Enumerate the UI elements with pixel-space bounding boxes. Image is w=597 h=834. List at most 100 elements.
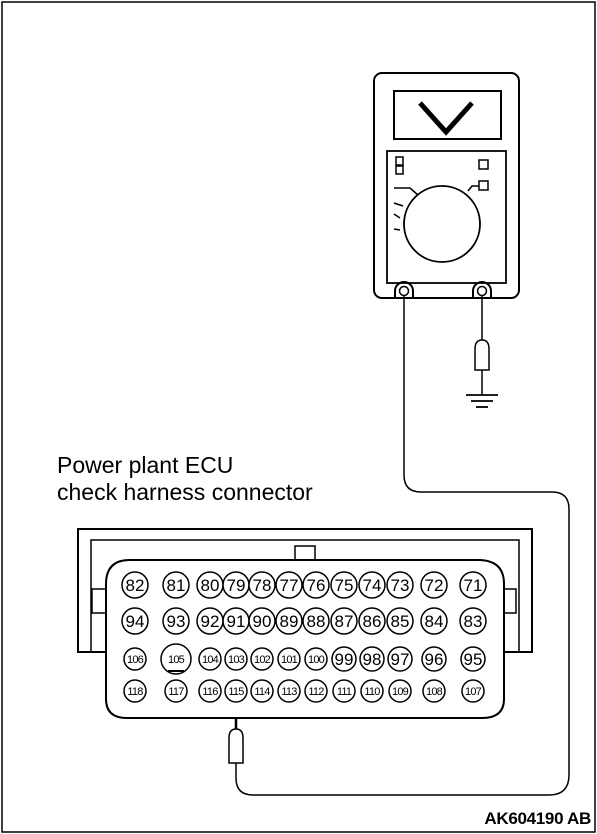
connector-pin-113: 113 <box>277 679 301 703</box>
connector-pin-114: 114 <box>250 679 274 703</box>
connector-pin-label: 107 <box>465 686 482 698</box>
connector-pin-118: 118 <box>123 679 147 703</box>
connector-pin-label: 110 <box>364 686 380 698</box>
connector-pin-88: 88 <box>302 607 330 635</box>
connector-pin-89: 89 <box>275 607 303 635</box>
test-probe-icon <box>228 728 244 764</box>
connector-pin-77: 77 <box>275 571 303 599</box>
connector-pin-label: 113 <box>281 686 297 698</box>
connector-pin-label: 94 <box>126 612 145 631</box>
connector-pin-101: 101 <box>277 647 301 671</box>
connector-pin-104: 104 <box>198 647 222 671</box>
connector-pin-label: 99 <box>335 650 354 669</box>
connector-pin-label: 84 <box>425 612 444 631</box>
connector-pin-label: 72 <box>425 576 444 595</box>
connector-pin-92: 92 <box>196 607 224 635</box>
connector-pin-94: 94 <box>121 607 149 635</box>
connector-pin-label: 81 <box>167 576 186 595</box>
connector-pin-105: 105 <box>160 643 192 675</box>
connector-pin-91: 91 <box>222 607 250 635</box>
connector-pin-75: 75 <box>330 571 358 599</box>
connector-pin-110: 110 <box>360 679 384 703</box>
connector-pin-label: 105 <box>168 654 185 666</box>
connector-pin-label: 109 <box>392 686 409 698</box>
connector-pin-96: 96 <box>421 646 447 672</box>
connector-pin-95: 95 <box>460 646 486 672</box>
diagram-code: AK604190 AB <box>484 809 591 828</box>
connector-pin-label: 106 <box>127 654 144 666</box>
connector-pin-label: 97 <box>391 650 410 669</box>
connector-pin-label: 90 <box>253 612 272 631</box>
connector-pin-label: 118 <box>127 686 143 698</box>
connector-pin-102: 102 <box>250 647 274 671</box>
connector-pin-80: 80 <box>196 571 224 599</box>
connector-pin-label: 88 <box>307 612 326 631</box>
connector-pin-84: 84 <box>420 607 448 635</box>
connector-pin-label: 95 <box>464 650 483 669</box>
connector-pin-116: 116 <box>198 679 222 703</box>
connector-pin-label: 104 <box>202 654 219 666</box>
connector-pin-71: 71 <box>459 571 487 599</box>
connector-pin-109: 109 <box>388 679 412 703</box>
connector-pin-label: 103 <box>228 654 245 666</box>
connector-pin-label: 102 <box>254 654 271 666</box>
connector-pin-label: 93 <box>167 612 186 631</box>
connector-pin-90: 90 <box>248 607 276 635</box>
connector-pin-72: 72 <box>420 571 448 599</box>
test-probe-icon <box>474 339 490 371</box>
connector-pin-111: 111 <box>332 679 356 703</box>
connector-pin-label: 114 <box>254 686 270 698</box>
connector-pin-label: 76 <box>307 576 326 595</box>
connector-pin-label: 83 <box>464 612 483 631</box>
connector-pin-73: 73 <box>386 571 414 599</box>
connector-pin-label: 82 <box>126 576 145 595</box>
connector-pin-label: 86 <box>363 612 382 631</box>
connector-pin-label: 100 <box>308 654 325 666</box>
connector-pin-78: 78 <box>248 571 276 599</box>
connector-pin-label: 96 <box>425 650 444 669</box>
connector-pin-97: 97 <box>387 646 413 672</box>
ground-lead <box>466 296 498 408</box>
connector-pin-label: 71 <box>464 576 483 595</box>
voltmeter-icon <box>373 72 520 299</box>
connector-pin-label: 78 <box>253 576 272 595</box>
connector-pin-79: 79 <box>222 571 250 599</box>
connector-pin-label: 116 <box>202 686 218 698</box>
connector-pin-label: 115 <box>228 686 244 698</box>
connector-pin-86: 86 <box>358 607 386 635</box>
connector-pin-label: 117 <box>168 686 184 698</box>
connector-pin-100: 100 <box>304 647 328 671</box>
connector-pin-107: 107 <box>461 679 485 703</box>
connector-pin-label: 79 <box>227 576 246 595</box>
connector-pin-108: 108 <box>422 679 446 703</box>
connector-pin-label: 74 <box>363 576 382 595</box>
connector-pin-label: 87 <box>335 612 354 631</box>
connector-pin-label: 112 <box>308 686 324 698</box>
connector-pin-label: 73 <box>391 576 410 595</box>
connector-pin-label: 98 <box>363 650 382 669</box>
connector-pin-label: 92 <box>201 612 220 631</box>
connector-pin-115: 115 <box>224 679 248 703</box>
connector-pin-117: 117 <box>164 679 188 703</box>
connector-pin-85: 85 <box>386 607 414 635</box>
connector-pin-82: 82 <box>121 571 149 599</box>
connector-pin-label: 101 <box>281 654 298 666</box>
connector-pin-93: 93 <box>162 607 190 635</box>
connector-pin-label: 85 <box>391 612 410 631</box>
connector-pin-87: 87 <box>330 607 358 635</box>
connector-pin-76: 76 <box>302 571 330 599</box>
ground-symbol-icon <box>466 394 498 408</box>
connector-pin-label: 75 <box>335 576 354 595</box>
connector-pin-label: 89 <box>280 612 299 631</box>
connector-pin-81: 81 <box>162 571 190 599</box>
connector-caption-line-1: Power plant ECU <box>57 452 234 478</box>
connector-caption-line-2: check harness connector <box>57 479 313 505</box>
connector-pin-label: 80 <box>201 576 220 595</box>
connector-pin-112: 112 <box>304 679 328 703</box>
connector-pin-103: 103 <box>224 647 248 671</box>
connector-pin-label: 108 <box>426 686 443 698</box>
connector-pin-label: 77 <box>280 576 299 595</box>
